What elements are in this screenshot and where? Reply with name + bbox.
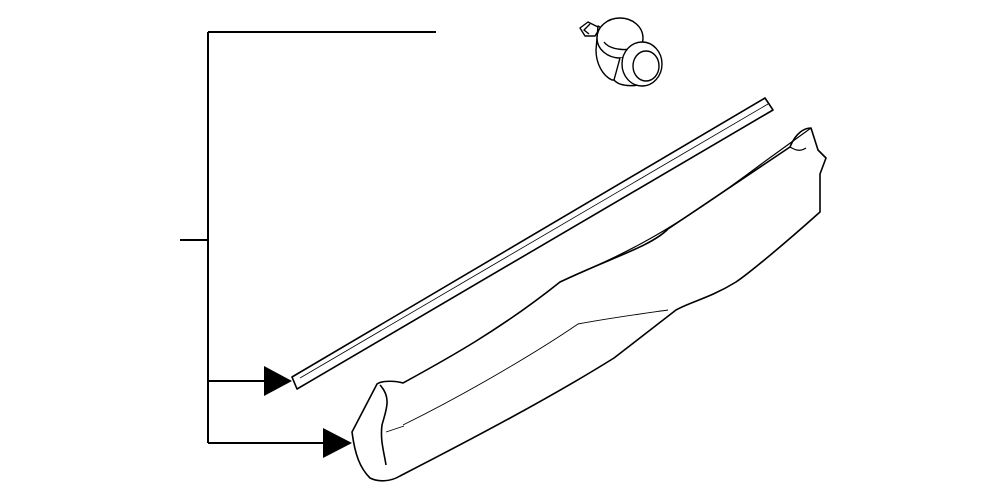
arrow-to-seal-icon [264,366,292,396]
push-clip-icon [579,17,663,87]
arrow-to-trim-icon [323,428,352,458]
callout-bracket [180,31,436,444]
seal-strip-icon [291,97,774,390]
trim-panel-icon [351,127,827,482]
